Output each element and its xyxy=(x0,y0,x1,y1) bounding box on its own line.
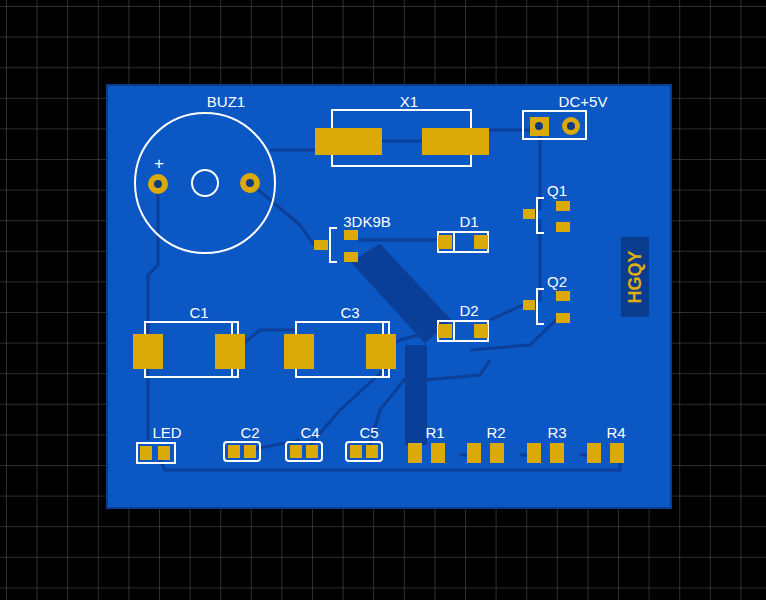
part-label: C4 xyxy=(300,425,319,440)
drill-holes xyxy=(246,179,254,187)
pads xyxy=(474,324,488,338)
silkscreen xyxy=(330,228,337,262)
drill-holes xyxy=(154,180,162,188)
silkscreen xyxy=(537,198,544,233)
traces xyxy=(490,305,523,320)
part-label: C1 xyxy=(189,305,208,320)
logo-plate xyxy=(621,237,649,317)
pads xyxy=(562,117,580,135)
pads xyxy=(490,443,504,463)
silkscreen xyxy=(453,321,455,341)
pads xyxy=(438,324,452,338)
part-label: C5 xyxy=(359,425,378,440)
silkscreen xyxy=(438,321,488,341)
pads xyxy=(550,443,564,463)
traces xyxy=(358,239,438,242)
pads xyxy=(467,443,481,463)
part-label: Q1 xyxy=(547,183,567,198)
pads xyxy=(556,313,570,323)
pads xyxy=(314,240,328,250)
pads xyxy=(244,445,256,458)
traces xyxy=(148,130,620,470)
part-label: R1 xyxy=(425,425,444,440)
part-label: R4 xyxy=(606,425,625,440)
board xyxy=(107,85,671,508)
part-label: LED xyxy=(152,425,181,440)
silkscreen xyxy=(224,442,260,461)
pads xyxy=(408,443,422,463)
pads xyxy=(148,174,168,194)
silkscreen xyxy=(135,110,586,463)
pads xyxy=(306,445,318,458)
silkscreen xyxy=(453,232,455,252)
traces xyxy=(489,130,540,214)
traces xyxy=(148,184,158,334)
pads xyxy=(422,128,489,155)
pads xyxy=(530,117,549,136)
part-label: C3 xyxy=(340,305,359,320)
pads xyxy=(133,117,624,463)
pads xyxy=(438,235,452,249)
pads xyxy=(315,128,382,155)
pads xyxy=(344,252,358,262)
traces xyxy=(530,219,540,305)
part-label: X1 xyxy=(400,94,418,109)
drill-holes xyxy=(535,122,543,130)
pads xyxy=(474,235,488,249)
copper-pour xyxy=(405,345,427,445)
silkscreen xyxy=(523,111,586,139)
silkscreen xyxy=(537,289,544,324)
pads xyxy=(366,334,396,369)
pads xyxy=(431,443,445,463)
pads xyxy=(556,201,570,211)
part-label: + xyxy=(154,155,164,172)
pads xyxy=(158,446,170,460)
pads xyxy=(344,230,358,240)
traces xyxy=(147,360,150,440)
pads xyxy=(240,173,260,193)
copper-pour xyxy=(352,245,450,342)
part-label: 3DK9B xyxy=(343,214,391,229)
pads xyxy=(350,445,362,458)
silkscreen xyxy=(286,442,322,461)
logo-text: HGQY xyxy=(626,250,644,303)
pads xyxy=(290,445,302,458)
part-label: Q2 xyxy=(547,274,567,289)
pads xyxy=(556,291,570,301)
part-label: D2 xyxy=(459,303,478,318)
pads xyxy=(133,334,163,369)
drill-holes xyxy=(567,122,575,130)
pads xyxy=(587,443,601,463)
pads xyxy=(556,222,570,232)
pads xyxy=(284,334,314,369)
pads xyxy=(523,209,535,219)
part-label: C2 xyxy=(240,425,259,440)
traces xyxy=(382,140,422,143)
pads xyxy=(610,443,624,463)
pads xyxy=(228,445,240,458)
part-label: D1 xyxy=(459,214,478,229)
silkscreen xyxy=(135,113,275,253)
silkscreen xyxy=(192,170,218,196)
part-label: BUZ1 xyxy=(207,94,245,109)
pads xyxy=(366,445,378,458)
pads xyxy=(527,443,541,463)
pads xyxy=(215,334,245,369)
pads xyxy=(140,446,152,460)
silkscreen xyxy=(438,232,488,252)
silkscreen xyxy=(346,442,382,461)
silkscreen xyxy=(137,443,175,463)
pads xyxy=(523,300,535,310)
part-label: DC+5V xyxy=(559,94,608,109)
part-label: R2 xyxy=(486,425,505,440)
drill-holes xyxy=(154,122,575,188)
traces xyxy=(250,183,314,245)
part-label: R3 xyxy=(547,425,566,440)
